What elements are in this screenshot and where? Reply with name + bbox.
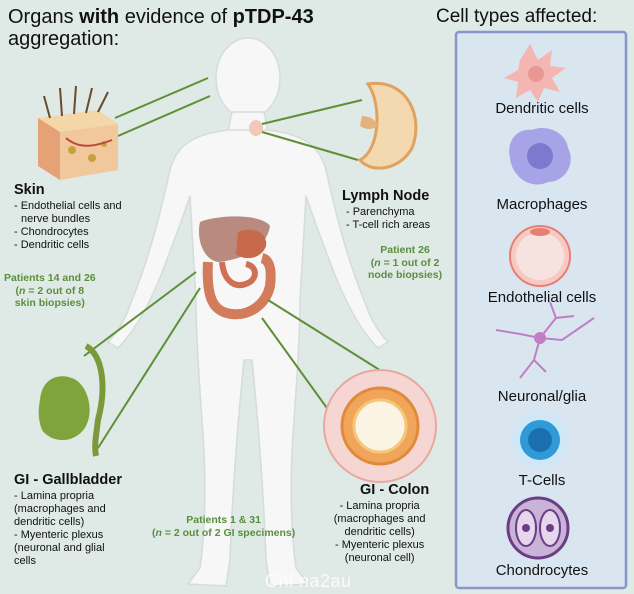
gallbladder-details: - Lamina propria (macrophages and dendri… [14, 490, 106, 567]
dendritic-cell-icon [504, 44, 566, 102]
cell-label-endothelial: Endothelial cells [487, 289, 597, 306]
lymph-node-details: - Parenchyma - T-cell rich areas [346, 206, 431, 231]
lymph-node-heading: Lymph Node [342, 188, 430, 204]
gallbladder-illustration [38, 343, 106, 457]
endothelial-cell-icon [509, 225, 571, 287]
human-body-silhouette [106, 37, 390, 587]
skin-annotation: Skin - Endothelial cells and nerve bundl… [14, 182, 122, 252]
skin-block-illustration [38, 85, 118, 180]
cell-label-t-cells: T-Cells [518, 472, 566, 489]
colon-details: - Lamina propria (macrophages and dendri… [333, 500, 426, 564]
cell-label-macrophages: Macrophages [496, 196, 588, 213]
figure-title: Organs with evidence of pTDP-43 aggregat… [8, 6, 314, 50]
macrophage-icon [509, 128, 571, 185]
chondrocyte-icon [506, 496, 570, 560]
lymph-node-annotation: Lymph Node - Parenchyma - T-cell rich ar… [342, 188, 430, 232]
colon-annotation: GI - Colon - Lamina propria (macrophages… [330, 482, 430, 565]
cell-label-chondrocytes: Chondrocytes [495, 562, 589, 579]
skin-patients: Patients 14 and 26 (n = 2 out of 8 skin … [4, 272, 96, 309]
skin-heading: Skin [14, 182, 45, 198]
gi-patients: Patients 1 & 31 (n = 2 out of 2 GI speci… [152, 514, 296, 539]
watermark: Chi na2au [265, 571, 352, 591]
cell-label-neuronal: Neuronal/glia [497, 388, 587, 405]
lymph-node-patients: Patient 26 (n = 1 out of 2 node biopsies… [368, 244, 443, 281]
gallbladder-heading: GI - Gallbladder [14, 472, 122, 488]
lymph-node-illustration [357, 81, 418, 170]
colon-heading: GI - Colon [360, 482, 430, 498]
skin-details: - Endothelial cells and nerve bundles - … [14, 200, 122, 251]
colon-cross-section-illustration [323, 369, 437, 483]
abdominal-organs [198, 216, 276, 320]
t-cell-icon [512, 412, 568, 468]
neuron-icon [495, 301, 595, 379]
cell-label-dendritic: Dendritic cells [495, 100, 589, 117]
neck-gland [249, 120, 263, 136]
cell-types-panel [454, 30, 628, 590]
cell-panel-title: Cell types affected: [436, 6, 598, 27]
gallbladder-annotation: GI - Gallbladder - Lamina propria (macro… [14, 472, 122, 568]
